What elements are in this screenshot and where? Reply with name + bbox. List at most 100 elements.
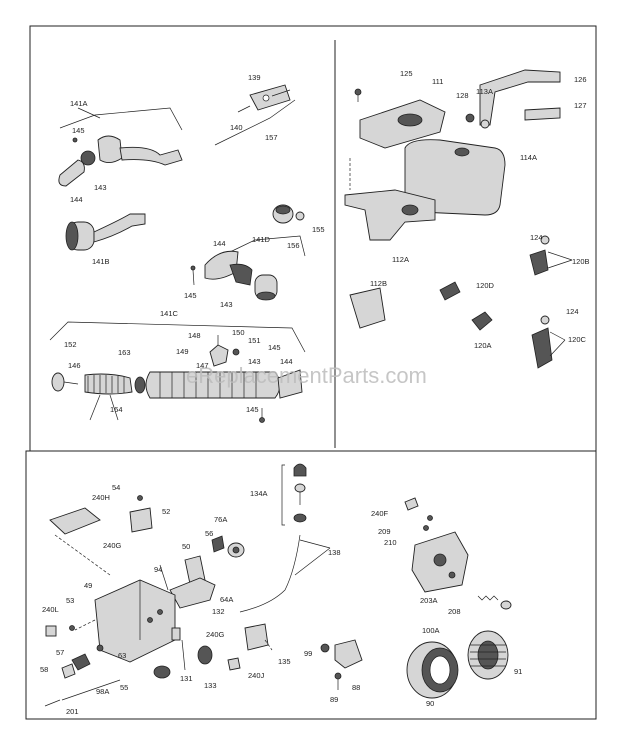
label-133: 133 bbox=[204, 681, 217, 690]
elbow-88 bbox=[334, 639, 363, 669]
pad-240l bbox=[45, 625, 57, 637]
leader-lines bbox=[77, 89, 573, 576]
fuel-tank-group bbox=[344, 69, 561, 369]
watermark-text: eReplacementParts.com bbox=[186, 363, 427, 388]
label-54: 54 bbox=[112, 483, 120, 492]
bracket-112b bbox=[349, 287, 386, 329]
label-139: 139 bbox=[248, 73, 261, 82]
valve-120d bbox=[439, 281, 461, 301]
label-163: 163 bbox=[118, 348, 131, 357]
label-76a: 76A bbox=[214, 515, 227, 524]
label-131: 131 bbox=[180, 674, 193, 683]
plate-240h bbox=[49, 507, 101, 535]
label-146: 146 bbox=[68, 361, 81, 370]
label-100a: 100A bbox=[422, 626, 440, 635]
label-145a: 145 bbox=[72, 126, 85, 135]
label-63: 63 bbox=[118, 651, 126, 660]
label-240f: 240F bbox=[371, 509, 389, 518]
label-134a: 134A bbox=[250, 489, 268, 498]
label-52: 52 bbox=[162, 507, 170, 516]
nut-part bbox=[80, 150, 96, 166]
end-cap-152 bbox=[51, 372, 65, 392]
label-143c: 143 bbox=[248, 357, 261, 366]
deflector-part bbox=[58, 159, 85, 187]
flex-pipe-163 bbox=[84, 373, 133, 395]
part-55 bbox=[153, 665, 171, 679]
label-145c: 145 bbox=[268, 343, 281, 352]
label-120c: 120C bbox=[568, 335, 587, 344]
label-91: 91 bbox=[514, 667, 522, 676]
label-57: 57 bbox=[56, 648, 64, 657]
label-56: 56 bbox=[205, 529, 213, 538]
carburetor-group bbox=[44, 463, 512, 707]
label-150: 150 bbox=[232, 328, 245, 337]
label-157: 157 bbox=[265, 133, 278, 142]
label-113a: 113A bbox=[476, 87, 493, 96]
label-164: 164 bbox=[110, 405, 123, 414]
fitting-148 bbox=[209, 344, 229, 367]
label-208: 208 bbox=[448, 607, 461, 616]
label-145b: 145 bbox=[184, 291, 197, 300]
label-124b: 124 bbox=[566, 307, 579, 316]
label-240l: 240L bbox=[42, 605, 59, 614]
label-210: 210 bbox=[384, 538, 397, 547]
label-49: 49 bbox=[84, 581, 92, 590]
label-124a: 124 bbox=[530, 233, 543, 242]
label-144a: 144 bbox=[70, 195, 83, 204]
label-143a: 143 bbox=[94, 183, 107, 192]
bracket-52 bbox=[129, 507, 153, 533]
label-240h: 240H bbox=[92, 493, 110, 502]
gasket-part bbox=[249, 84, 291, 111]
label-240g: 240G bbox=[103, 541, 122, 550]
label-111: 111 bbox=[432, 77, 443, 86]
label-147: 147 bbox=[196, 361, 209, 370]
label-58: 58 bbox=[40, 665, 48, 674]
label-64a: 64A bbox=[220, 595, 233, 604]
label-240j: 240J bbox=[248, 671, 265, 680]
label-55: 55 bbox=[120, 683, 128, 692]
label-126: 126 bbox=[574, 75, 587, 84]
label-203a: 203A bbox=[420, 596, 438, 605]
label-50: 50 bbox=[182, 542, 190, 551]
label-125: 125 bbox=[400, 69, 413, 78]
cover-135 bbox=[244, 623, 269, 651]
label-90: 90 bbox=[426, 699, 434, 708]
label-144b: 144 bbox=[213, 239, 226, 248]
label-98a: 98A bbox=[96, 687, 109, 696]
label-151: 151 bbox=[248, 336, 261, 345]
label-99: 99 bbox=[304, 649, 312, 658]
label-141b: 141B bbox=[92, 257, 110, 266]
label-132: 132 bbox=[212, 607, 225, 616]
valve-120b bbox=[529, 249, 549, 276]
exhaust-group bbox=[49, 84, 306, 423]
label-120a: 120A bbox=[474, 341, 492, 350]
label-141d: 141D bbox=[252, 235, 271, 244]
label-240g-b: 240G bbox=[206, 630, 225, 639]
bottom-panel-frame bbox=[25, 450, 597, 720]
valve-120a bbox=[471, 311, 493, 331]
label-120b: 120B bbox=[572, 257, 590, 266]
air-cleaner-base-49 bbox=[94, 579, 176, 663]
label-156: 156 bbox=[287, 241, 300, 250]
label-140: 140 bbox=[230, 123, 243, 132]
label-53: 53 bbox=[66, 596, 74, 605]
label-135: 135 bbox=[278, 657, 291, 666]
label-144c: 144 bbox=[280, 357, 293, 366]
label-145d: 145 bbox=[246, 405, 259, 414]
label-201: 201 bbox=[66, 707, 79, 716]
label-143b: 143 bbox=[220, 300, 233, 309]
label-149: 149 bbox=[176, 347, 189, 356]
muffler-141a bbox=[97, 135, 123, 163]
label-120d: 120D bbox=[476, 281, 495, 290]
label-112a: 112A bbox=[392, 255, 409, 264]
label-148: 148 bbox=[188, 331, 201, 340]
part-133 bbox=[197, 645, 213, 665]
label-128: 128 bbox=[456, 91, 469, 100]
label-114a: 114A bbox=[520, 153, 537, 162]
label-155: 155 bbox=[312, 225, 325, 234]
label-209: 209 bbox=[378, 527, 391, 536]
label-141a: 141A bbox=[70, 99, 88, 108]
label-152: 152 bbox=[64, 340, 77, 349]
